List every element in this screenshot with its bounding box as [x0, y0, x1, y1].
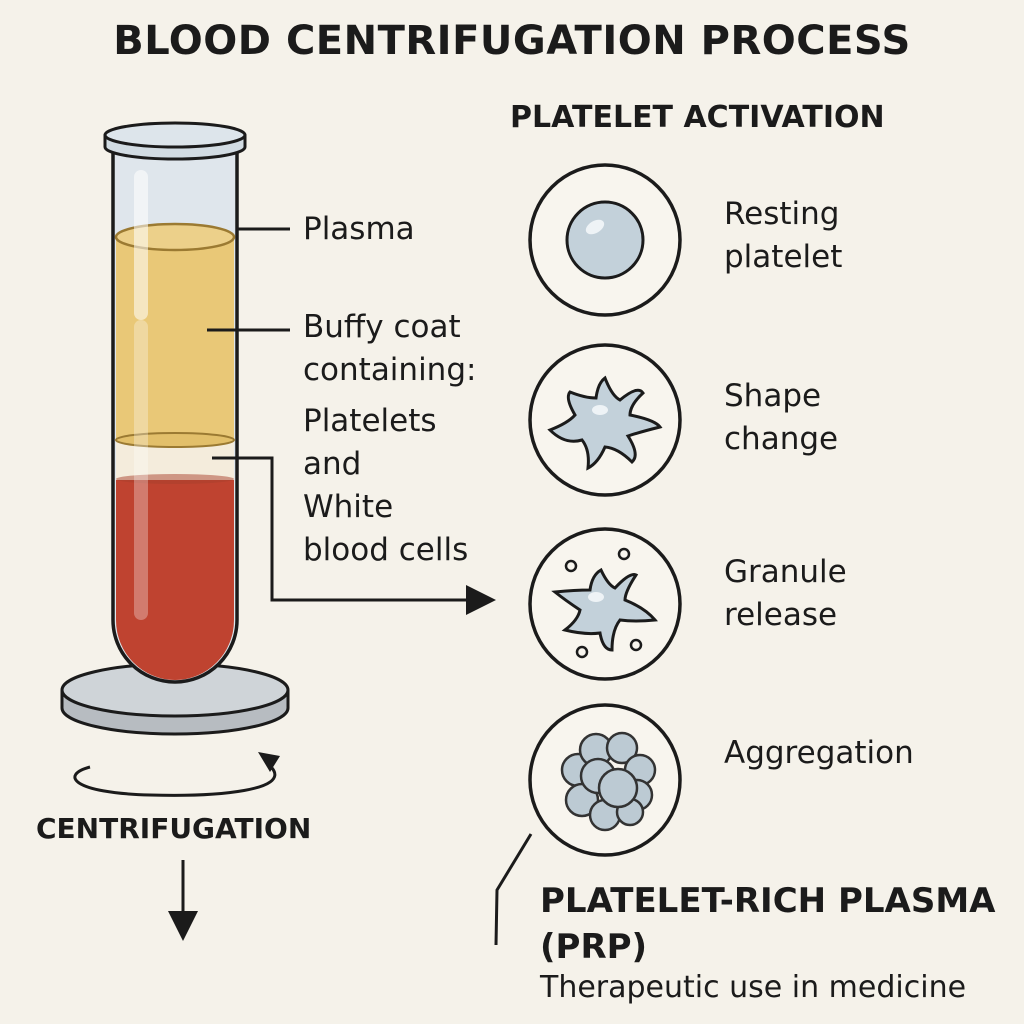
red-blood-cell-layer [116, 478, 234, 680]
stage-label-granule-release: Granule release [724, 551, 847, 637]
stage-label-aggregation: Aggregation [724, 735, 914, 771]
test-tube [103, 121, 247, 684]
prp-title-line1: PLATELET-RICH PLASMA [540, 881, 996, 921]
stage-label-line2: platelet [724, 239, 843, 275]
rotation-arrow-icon [73, 752, 280, 797]
buffy-coat-label: Buffy coat containing: [303, 306, 476, 392]
centrifugation-label: CENTRIFUGATION [36, 812, 312, 845]
prp-title-line2: (PRP) [540, 927, 648, 967]
plasma-layer [116, 237, 234, 440]
prp-title: PLATELET-RICH PLASMA (PRP) [540, 878, 995, 970]
contents-line2: and [303, 446, 362, 482]
contents-line4: blood cells [303, 532, 469, 568]
aggregation-to-prp-line [494, 833, 533, 946]
buffy-coat-label-line1: Buffy coat [303, 309, 461, 345]
buffy-contents-label: Platelets and White blood cells [303, 400, 468, 572]
plasma-label: Plasma [303, 211, 415, 247]
granule-release-platelet-icon [528, 527, 682, 681]
aggregation-platelet-icon [528, 703, 682, 857]
buffy-coat-label-line2: containing: [303, 352, 477, 388]
stage-label-line2: change [724, 421, 839, 457]
activation-heading: PLATELET ACTIVATION [510, 100, 885, 135]
prp-subtitle: Therapeutic use in medicine [540, 970, 967, 1005]
stage-label-line1: Granule [724, 554, 847, 590]
stage-label-line1: Resting [724, 196, 840, 232]
contents-line3: White [303, 489, 394, 525]
resting-platelet-icon [528, 163, 682, 317]
contents-line1: Platelets [303, 403, 437, 439]
diagram-title: BLOOD CENTRIFUGATION PROCESS [113, 18, 911, 64]
shape-change-platelet-icon [528, 343, 682, 497]
stage-label-shape-change: Shape change [724, 375, 838, 461]
stage-label-resting: Resting platelet [724, 193, 842, 279]
label-leader-lines [207, 227, 496, 615]
stage-label-line2: release [724, 597, 838, 633]
stage-label-line1: Shape [724, 378, 822, 414]
